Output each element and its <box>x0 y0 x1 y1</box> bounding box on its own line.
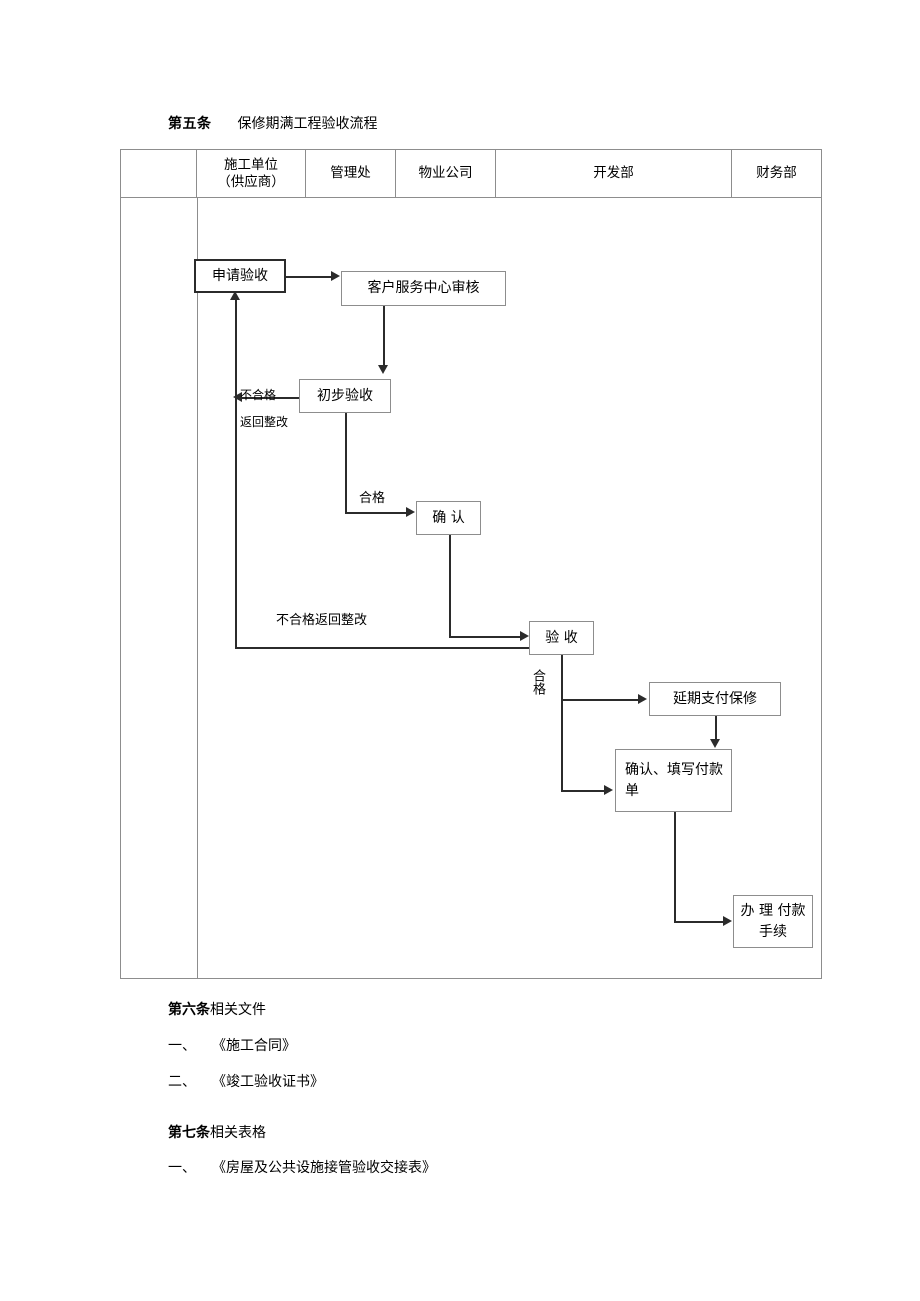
lane-header-construction-unit-line2: （供应商） <box>217 173 285 190</box>
lane-header-blank <box>121 150 197 197</box>
edge-label-return-for-rectification: 返回整改 <box>240 415 289 429</box>
edge-confirm-to-acceptance <box>449 636 521 638</box>
section-6-title: 相关文件 <box>210 1002 266 1018</box>
node-acceptance[interactable]: 验 收 <box>529 621 594 655</box>
edge-acceptance-down-trunk <box>561 655 563 791</box>
edge-acceptance-to-deferred <box>561 699 639 701</box>
node-deferred-warranty-payment-label: 延期支付保修 <box>673 690 757 707</box>
edge-confirm-down <box>449 535 451 637</box>
edge-deferred-to-payment-form <box>715 716 717 740</box>
node-apply-label: 申请验收 <box>212 267 268 284</box>
lane-divider-1 <box>197 198 198 978</box>
section-7-article-number: 第七条 <box>168 1125 210 1141</box>
node-preliminary-acceptance[interactable]: 初步验收 <box>299 379 391 413</box>
node-process-payment-label: 办 理 付款手续 <box>740 902 806 940</box>
edge-acceptance-to-payment-form <box>561 790 605 792</box>
edge-payment-form-to-process <box>674 921 724 923</box>
node-customer-service-review-label: 客户服务中心审核 <box>367 280 480 296</box>
section-7-item-1-index: 一、 <box>168 1160 196 1176</box>
arrowhead-acceptance-to-payment-form <box>604 785 613 795</box>
section-6-item-1-index: 一、 <box>168 1038 196 1054</box>
node-confirm[interactable]: 确 认 <box>416 501 481 535</box>
edge-review-to-preliminary <box>383 306 385 366</box>
node-acceptance-label: 验 收 <box>545 629 578 646</box>
node-deferred-warranty-payment[interactable]: 延期支付保修 <box>649 682 781 716</box>
arrowhead-acceptance-to-deferred <box>638 694 647 704</box>
node-preliminary-acceptance-label: 初步验收 <box>317 387 373 404</box>
heading-article-number: 第五条 <box>168 116 212 132</box>
node-customer-service-review[interactable]: 客户服务中心审核 <box>341 271 506 306</box>
section-7-item-1-text: 《房屋及公共设施接管验收交接表》 <box>212 1160 436 1176</box>
section-6-item-2: 二、《竣工验收证书》 <box>168 1072 324 1092</box>
arrowhead-confirm-to-acceptance <box>520 631 529 641</box>
edge-label-unqualified: 不合格 <box>240 388 277 402</box>
arrowhead-preliminary-unqualified <box>233 392 242 402</box>
section-6-article-number: 第六条 <box>168 1002 210 1018</box>
arrowhead-apply-to-review <box>331 271 340 281</box>
section-6-item-2-index: 二、 <box>168 1074 196 1090</box>
edge-return-trunk <box>235 300 237 648</box>
lane-header-management-office-label: 管理处 <box>330 165 371 181</box>
arrowhead-review-to-preliminary <box>378 365 388 374</box>
arrowhead-payment-form-to-process <box>723 916 732 926</box>
node-confirm-fill-payment-form[interactable]: 确认、填写付款单 <box>615 749 732 812</box>
node-process-payment[interactable]: 办 理 付款手续 <box>733 895 813 948</box>
section-7-item-1: 一、《房屋及公共设施接管验收交接表》 <box>168 1158 436 1178</box>
lane-header-property-company: 物业公司 <box>396 150 496 197</box>
heading-article-title: 保修期满工程验收流程 <box>237 116 378 132</box>
arrowhead-deferred-to-payment-form <box>710 739 720 748</box>
edge-label-unqualified-return-rectification: 不合格返回整改 <box>276 613 368 628</box>
table-header-row: 施工单位 （供应商） 管理处 物业公司 开发部 财务部 <box>121 150 821 198</box>
edge-label-qualified-1: 合格 <box>359 491 386 506</box>
edge-apply-to-review <box>286 276 332 278</box>
edge-preliminary-unqualified <box>240 397 300 399</box>
section-6-heading: 第六条相关文件 <box>168 1000 266 1020</box>
section-6-item-1: 一、《施工合同》 <box>168 1036 296 1056</box>
section-6-item-2-text: 《竣工验收证书》 <box>212 1074 324 1090</box>
edge-qualified-to-confirm <box>345 512 407 514</box>
node-confirm-label: 确 认 <box>432 509 465 526</box>
edge-payment-form-down <box>674 812 676 922</box>
node-apply[interactable]: 申请验收 <box>194 259 286 293</box>
lane-header-finance-dept: 财务部 <box>732 150 821 197</box>
arrowhead-return-to-apply <box>230 291 240 300</box>
arrowhead-qualified-to-confirm <box>406 507 415 517</box>
node-confirm-fill-payment-form-label: 确认、填写付款单 <box>625 761 723 799</box>
lane-header-development-dept: 开发部 <box>496 150 732 197</box>
section-7-title: 相关表格 <box>210 1125 266 1141</box>
edge-label-qualified-2: 合格 <box>530 669 545 695</box>
lane-header-development-dept-label: 开发部 <box>593 165 634 181</box>
swimlane-flowchart-table: 施工单位 （供应商） 管理处 物业公司 开发部 财务部 申请验收 客户服务中心审… <box>120 149 822 979</box>
lane-header-construction-unit: 施工单位 （供应商） <box>197 150 306 197</box>
section-6-item-1-text: 《施工合同》 <box>212 1038 296 1054</box>
lane-header-construction-unit-line1: 施工单位 <box>224 156 278 173</box>
section-7-heading: 第七条相关表格 <box>168 1123 266 1143</box>
edge-preliminary-down-qualified <box>345 413 347 513</box>
page-heading: 第五条 保修期满工程验收流程 <box>168 114 378 134</box>
lane-header-property-company-label: 物业公司 <box>418 165 473 181</box>
lane-header-management-office: 管理处 <box>306 150 396 197</box>
lane-header-finance-dept-label: 财务部 <box>756 165 797 181</box>
edge-acceptance-return <box>235 647 529 649</box>
